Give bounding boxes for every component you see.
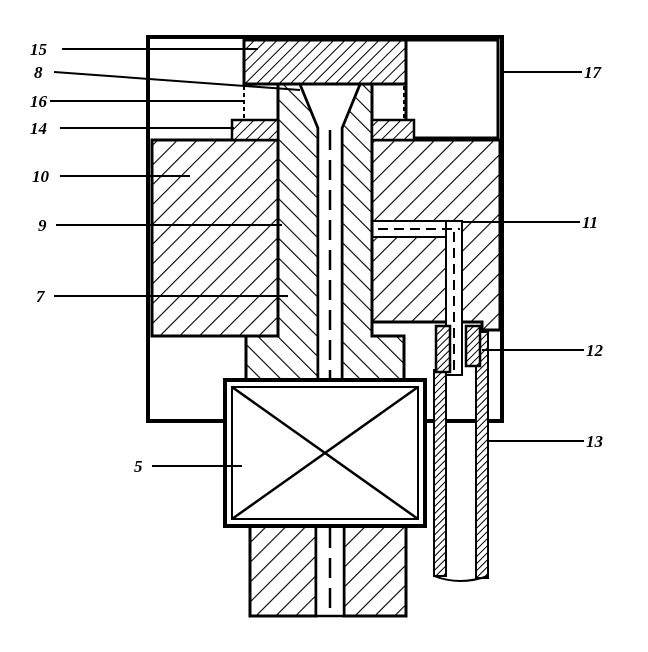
label-13: 13 <box>586 432 604 451</box>
label-11: 11 <box>582 213 598 232</box>
label-16: 16 <box>30 92 48 111</box>
label-9: 9 <box>38 216 47 235</box>
label-17: 17 <box>584 63 603 82</box>
label-10: 10 <box>32 167 50 186</box>
label-14: 14 <box>30 119 47 138</box>
washer-14-left <box>230 118 280 142</box>
label-5: 5 <box>134 457 143 476</box>
tube-13-right <box>475 331 489 579</box>
label-15: 15 <box>30 40 48 59</box>
lower-shaft-left <box>248 524 318 618</box>
lower-shaft-right <box>342 524 408 618</box>
upper-chamber <box>404 38 500 140</box>
label-8: 8 <box>34 63 43 82</box>
label-12: 12 <box>586 341 604 360</box>
fitting-12 <box>434 324 452 374</box>
washer-14-right <box>370 118 416 142</box>
top-plate-15 <box>242 38 408 86</box>
block-10 <box>150 138 280 338</box>
tube-13-left <box>433 369 447 577</box>
label-7: 7 <box>36 287 46 306</box>
